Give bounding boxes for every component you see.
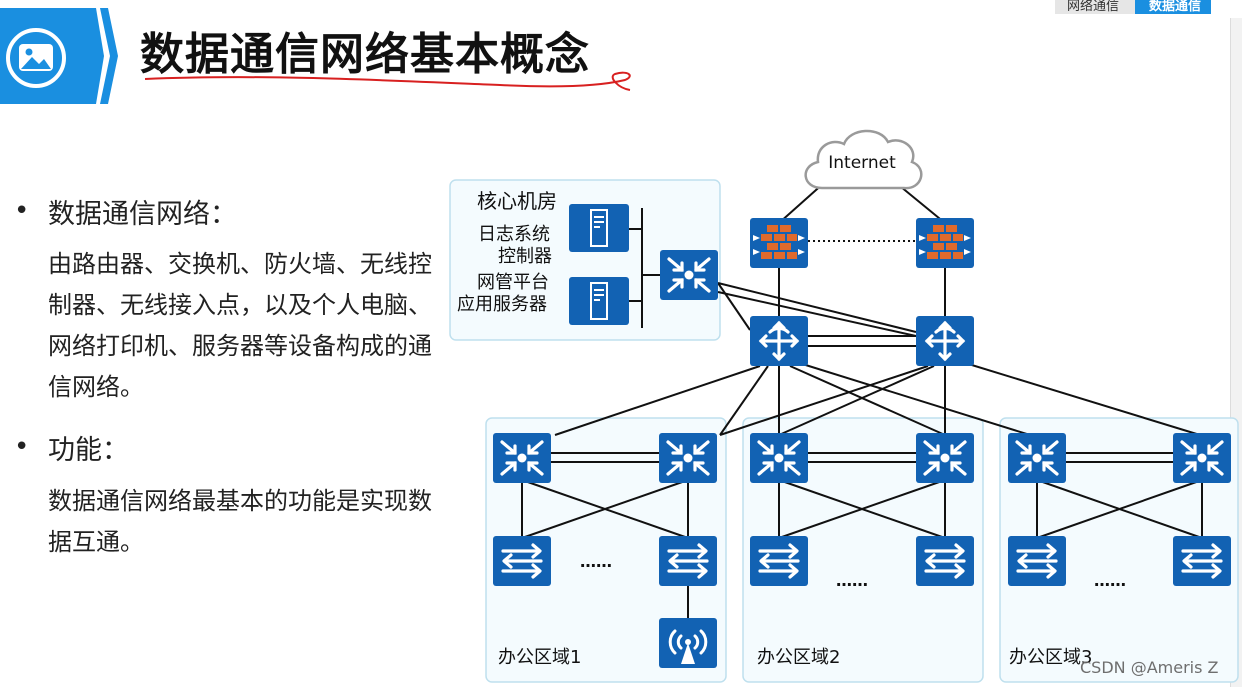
bullet-text: 由路由器、交换机、防火墙、无线控制器、无线接入点，以及个人电脑、网络打印机、服务… [48, 250, 432, 401]
zone3-agg-switch-left[interactable] [1008, 433, 1066, 483]
breadcrumb-item-datacom[interactable]: 数据通信 [1135, 0, 1212, 14]
zone1-agg-switch-right[interactable] [659, 433, 717, 483]
server-nms-app[interactable] [569, 277, 629, 325]
zone1-agg-switch-left[interactable] [493, 433, 551, 483]
zone1-access-point[interactable] [659, 618, 717, 668]
zone2-agg-switch-right[interactable] [916, 433, 974, 483]
server-label: 网管平台 [477, 272, 549, 293]
zone1-access-switch-right[interactable] [659, 536, 717, 586]
network-diagram: 核心机房 日志系统 控制器 网管平台 应用服务器 [449, 129, 1239, 683]
breadcrumb-item-network[interactable]: 网络通信 [1055, 0, 1136, 14]
zone3-agg-switch-right[interactable] [1173, 433, 1231, 483]
firewall-left[interactable] [750, 218, 808, 268]
internet-cloud: Internet [804, 129, 923, 190]
page-title: 数据通信网络基本概念 [140, 29, 590, 80]
core-room-label: 核心机房 [477, 189, 557, 213]
bullet-text: 数据通信网络最基本的功能是实现数据互通。 [48, 487, 432, 556]
router-left[interactable] [750, 316, 808, 366]
bullet-marker: • [14, 432, 30, 462]
zone3-access-switch-left[interactable] [1008, 536, 1066, 586]
picture-icon [6, 28, 66, 88]
bullet-marker: • [14, 196, 30, 226]
zone2-label: 办公区域2 [757, 647, 840, 668]
zone2-ellipsis: …… [836, 571, 868, 590]
header-badge [0, 8, 118, 104]
core-switch[interactable] [660, 250, 718, 300]
zone2-agg-switch-left[interactable] [750, 433, 808, 483]
zone3-ellipsis: …… [1094, 571, 1126, 590]
breadcrumb: 网络通信 数据通信 [1055, 0, 1212, 14]
router-right[interactable] [916, 316, 974, 366]
core-room-box [449, 179, 721, 341]
bullet-heading: 功能： [48, 435, 129, 466]
server-label: 日志系统 [478, 224, 550, 245]
links [521, 181, 1203, 620]
title-underline [144, 71, 631, 91]
cloud-label: Internet [828, 153, 896, 173]
zone3-label: 办公区域3 [1009, 647, 1092, 668]
bullet-heading: 数据通信网络： [48, 199, 237, 230]
zone3-access-switch-right[interactable] [1173, 536, 1231, 586]
watermark: CSDN @Ameris Z [1080, 658, 1219, 677]
firewall-right[interactable] [916, 218, 974, 268]
server-log-controller[interactable] [569, 204, 629, 252]
zone1-label: 办公区域1 [498, 647, 581, 668]
office-zone-3 [999, 417, 1239, 683]
office-zone-2 [742, 417, 984, 683]
zone1-access-switch-left[interactable] [493, 536, 551, 586]
zone2-access-switch-right[interactable] [916, 536, 974, 586]
zone2-access-switch-left[interactable] [750, 536, 808, 586]
server-label: 应用服务器 [457, 294, 547, 315]
zone1-ellipsis: …… [580, 552, 612, 571]
server-label: 控制器 [498, 246, 552, 267]
